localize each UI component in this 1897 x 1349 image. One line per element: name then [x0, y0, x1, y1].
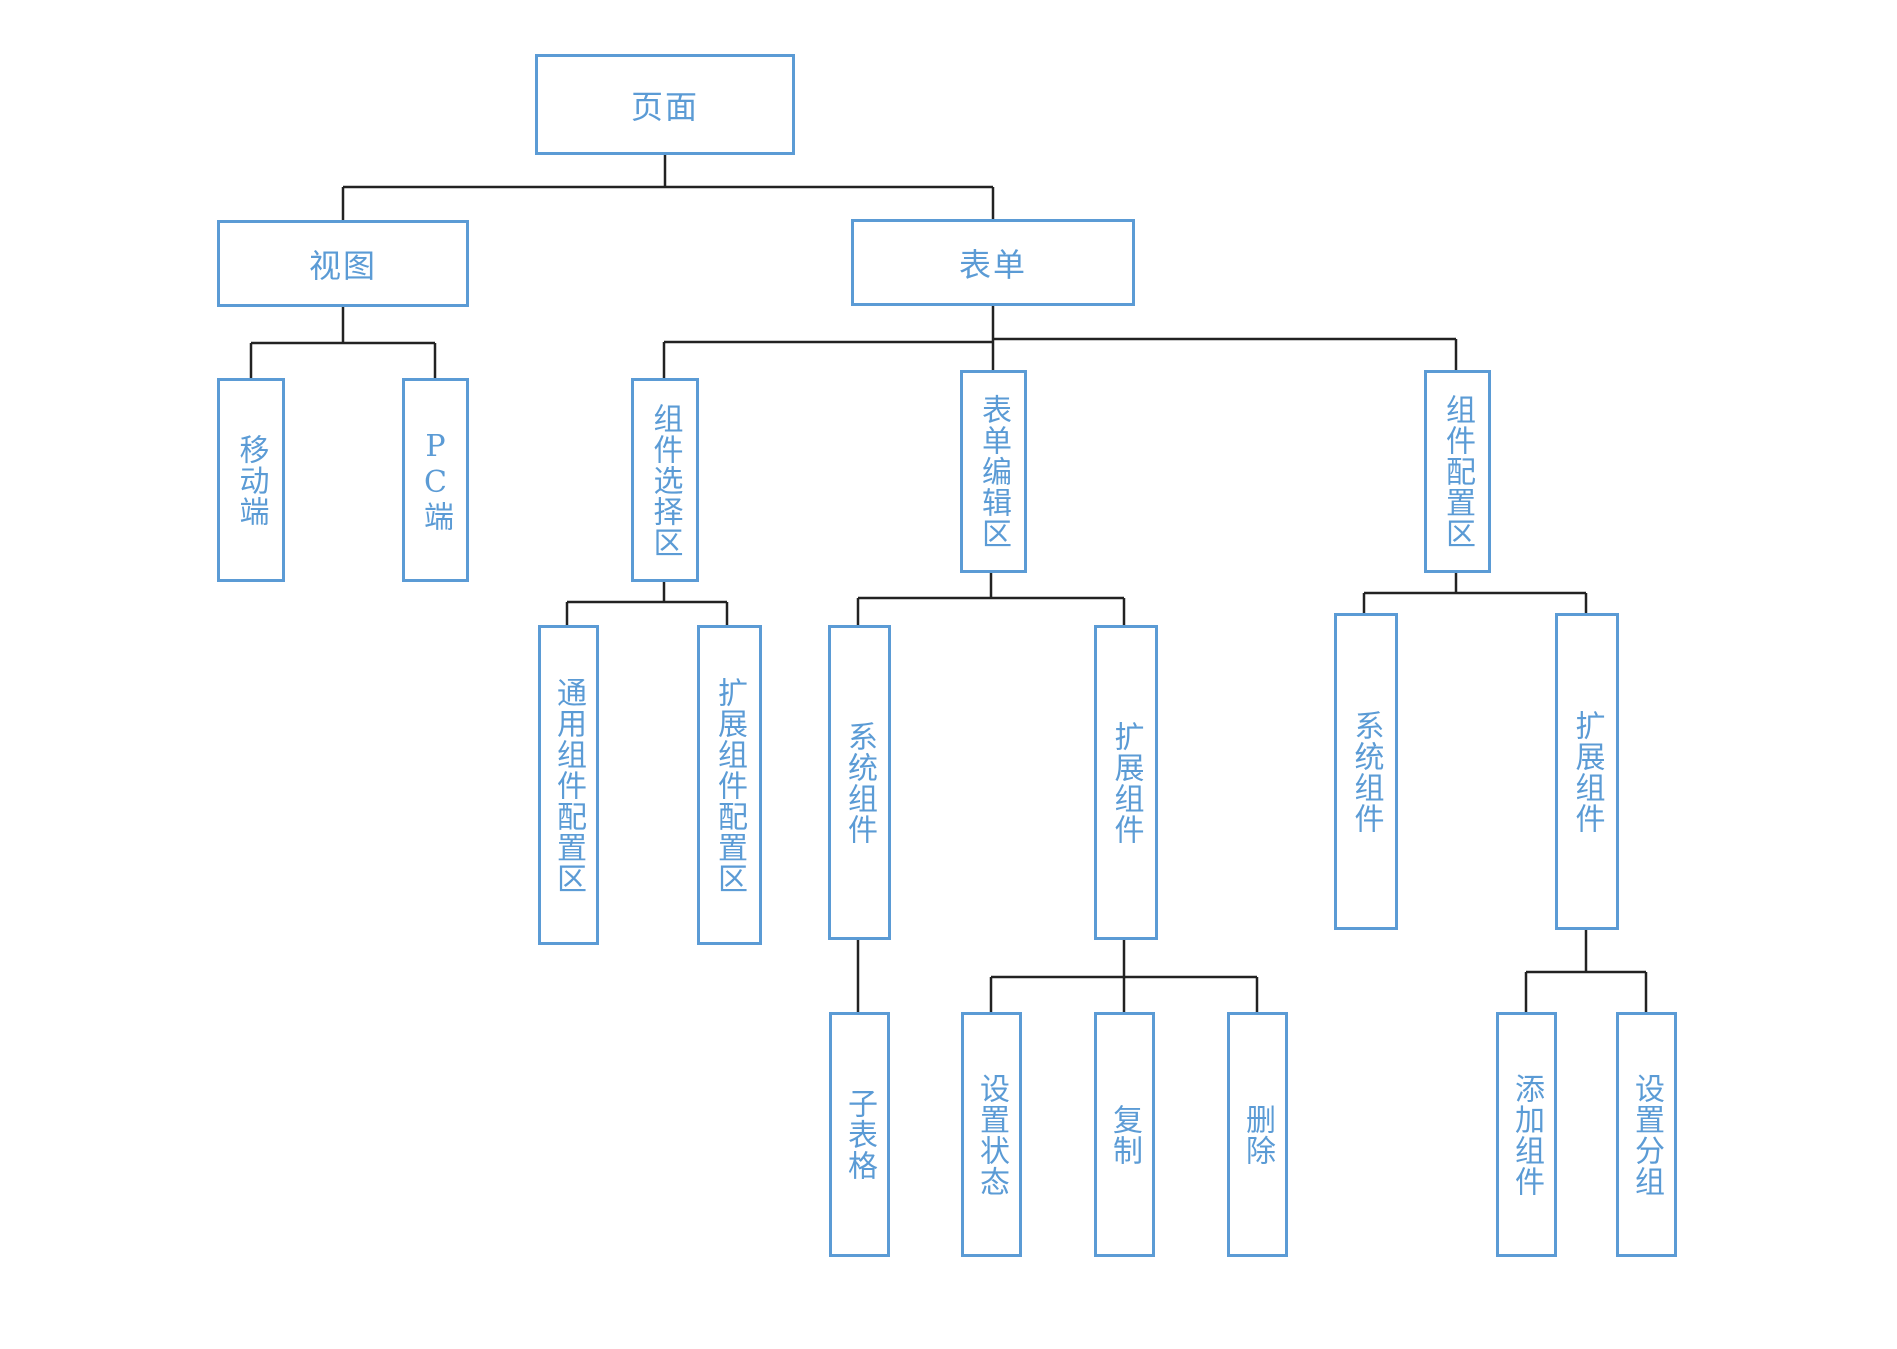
node-label: 设置分组: [1629, 1072, 1664, 1197]
node-label: PC端: [418, 428, 453, 532]
node-set-state: 设置状态: [961, 1012, 1022, 1257]
node-config-system-components: 系统组件: [1334, 613, 1398, 930]
node-label: 组件选择区: [647, 402, 683, 558]
node-extend-config: 扩展组件配置区: [697, 625, 762, 945]
node-component-config: 组件配置区: [1424, 370, 1491, 573]
node-label: 系统组件: [1348, 709, 1384, 834]
node-copy: 复制: [1094, 1012, 1155, 1257]
node-label: 设置状态: [974, 1072, 1009, 1197]
node-form-edit: 表单编辑区: [960, 370, 1027, 573]
node-label: 复制: [1107, 1103, 1142, 1166]
node-config-extend-components: 扩展组件: [1555, 613, 1619, 930]
node-label: 扩展组件: [1569, 709, 1605, 834]
node-general-config: 通用组件配置区: [538, 625, 599, 945]
node-sub-table: 子表格: [829, 1012, 890, 1257]
node-delete: 删除: [1227, 1012, 1288, 1257]
node-label: 扩展组件: [1108, 720, 1144, 845]
node-form: 表单: [851, 219, 1135, 306]
node-label: 系统组件: [842, 720, 877, 845]
node-pc: PC端: [402, 378, 469, 582]
node-label: 通用组件配置区: [551, 676, 586, 894]
node-label: 添加组件: [1509, 1072, 1544, 1197]
node-mobile: 移动端: [217, 378, 285, 582]
node-label: 视图: [308, 246, 377, 285]
node-component-select: 组件选择区: [631, 378, 699, 582]
node-label: 表单: [958, 245, 1027, 284]
node-set-group: 设置分组: [1616, 1012, 1677, 1257]
node-label: 页面: [630, 87, 699, 126]
node-view: 视图: [217, 220, 469, 307]
node-label: 子表格: [842, 1088, 877, 1181]
node-add-component: 添加组件: [1496, 1012, 1557, 1257]
node-label: 扩展组件配置区: [712, 676, 747, 894]
node-label: 删除: [1240, 1103, 1275, 1166]
node-label: 表单编辑区: [976, 394, 1011, 549]
node-page: 页面: [535, 54, 795, 155]
node-system-components: 系统组件: [828, 625, 891, 940]
node-label: 移动端: [233, 433, 269, 527]
node-label: 组件配置区: [1440, 394, 1475, 549]
node-extend-components: 扩展组件: [1094, 625, 1158, 940]
